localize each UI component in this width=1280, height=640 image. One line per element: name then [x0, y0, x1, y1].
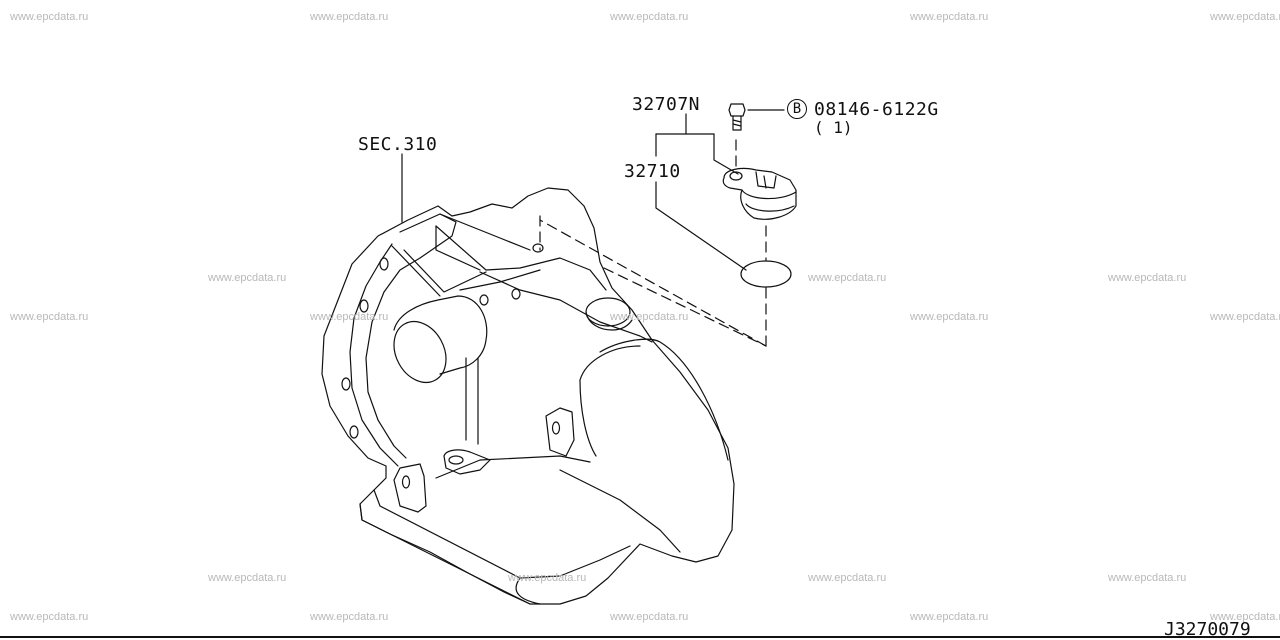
section-ref-label[interactable]: SEC.310: [358, 134, 438, 155]
o-ring-part-number[interactable]: 32710: [624, 161, 681, 182]
assembly-guides: [539, 139, 767, 347]
watermark: www.epcdata.ru: [508, 572, 587, 584]
watermark: www.epcdata.ru: [1108, 272, 1187, 284]
o-ring-icon: [740, 260, 792, 288]
watermark: www.epcdata.ru: [610, 311, 689, 323]
bolt-icon: [728, 103, 746, 131]
watermark: www.epcdata.ru: [808, 272, 887, 284]
watermark: www.epcdata.ru: [1108, 572, 1187, 584]
watermark: www.epcdata.ru: [10, 611, 89, 623]
watermark: www.epcdata.ru: [208, 272, 287, 284]
watermark: www.epcdata.ru: [10, 11, 89, 23]
bottom-rule: [0, 636, 1280, 638]
watermark: www.epcdata.ru: [910, 611, 989, 623]
diagram-id: J3270079: [1164, 619, 1251, 640]
watermark: www.epcdata.ru: [1210, 611, 1280, 623]
watermark: www.epcdata.ru: [910, 311, 989, 323]
transmission-case: [321, 187, 735, 605]
watermark: www.epcdata.ru: [1210, 11, 1280, 23]
watermark: www.epcdata.ru: [610, 611, 689, 623]
sensor-part-number[interactable]: 32707N: [632, 94, 701, 115]
part-leaders: [655, 109, 785, 271]
speed-sensor-icon: [722, 167, 797, 220]
bolt-symbol: B: [787, 99, 807, 119]
bolt-part-number[interactable]: 08146-6122G: [814, 99, 939, 120]
watermark: www.epcdata.ru: [208, 572, 287, 584]
watermark: www.epcdata.ru: [808, 572, 887, 584]
watermark: www.epcdata.ru: [310, 311, 389, 323]
watermark: www.epcdata.ru: [10, 311, 89, 323]
watermark: www.epcdata.ru: [310, 611, 389, 623]
watermark: www.epcdata.ru: [1210, 311, 1280, 323]
watermark: www.epcdata.ru: [610, 11, 689, 23]
watermark: www.epcdata.ru: [910, 11, 989, 23]
bolt-quantity: ( 1): [814, 118, 853, 137]
watermark: www.epcdata.ru: [310, 11, 389, 23]
